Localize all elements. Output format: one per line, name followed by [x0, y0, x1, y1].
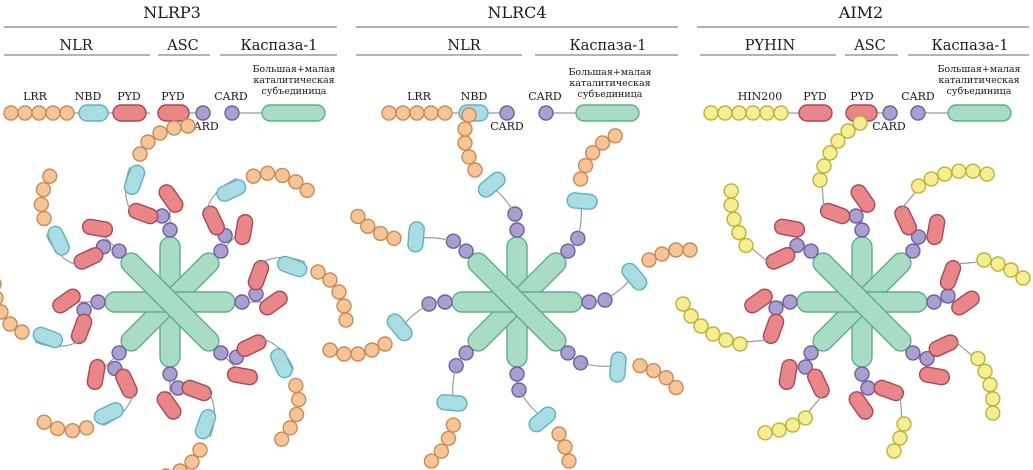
aim2-inflammasome-assembly — [675, 115, 1031, 459]
caspase-label-line3: субъединица — [578, 89, 643, 100]
pinwheel-arms — [0, 118, 354, 470]
pyd-domain — [112, 104, 147, 122]
asc-card-domain — [882, 105, 898, 121]
caspase-label-line3: субъединица — [947, 86, 1012, 97]
caspase-label-line2: каталитическая — [253, 75, 334, 86]
panel-nlrc4: NLRC4 NLR Каспаза-1 LRR NBD CARD CARD Бо… — [322, 3, 698, 469]
asc-pyd-domain — [157, 104, 190, 122]
domain-label-pyd: PYD — [117, 90, 141, 103]
domain-label-nbd: NBD — [461, 90, 488, 103]
group-label-asc: ASC — [853, 38, 886, 54]
panel-title: NLRP3 — [143, 3, 201, 22]
domain-label-lrr: LRR — [407, 90, 432, 103]
domain-label-nlr-card: CARD — [490, 120, 524, 133]
group-label-caspase: Каспаза-1 — [932, 38, 1009, 54]
casp-card-domain — [910, 105, 926, 121]
pinwheel-arms — [322, 107, 698, 469]
caspase-label-line3: субъединица — [262, 86, 327, 97]
domain-legend-aim2 — [703, 104, 1012, 122]
caspase-catalytic-domain — [575, 104, 640, 122]
caspase-label-line1: Большая+малая — [937, 64, 1020, 75]
domain-legend-nlrp3 — [3, 104, 326, 122]
group-label-caspase: Каспаза-1 — [241, 38, 318, 54]
domain-label-casp-card: CARD — [528, 90, 562, 103]
domain-label-hin200: HIN200 — [738, 90, 783, 103]
panel-nlrp3: NLRP3 NLR ASC Каспаза-1 LRR NBD PYD PYD … — [0, 3, 354, 470]
panel-aim2: AIM2 PYHIN ASC Каспаза-1 HIN200 PYD PYD … — [675, 3, 1031, 459]
casp-card-domain — [538, 105, 554, 121]
nlrc4-inflammasome-assembly — [322, 107, 698, 469]
panel-title: NLRC4 — [487, 3, 546, 22]
domain-label-asc-pyd: PYD — [161, 90, 185, 103]
domain-label-asc-card: CARD — [872, 120, 906, 133]
domain-label-casp-card: CARD — [901, 90, 935, 103]
group-label-nlr: NLR — [447, 38, 481, 54]
caspase-label-line2: каталитическая — [569, 78, 650, 89]
domain-label-nbd: NBD — [75, 90, 102, 103]
group-label-asc: ASC — [166, 38, 199, 54]
nlr-card-domain — [499, 105, 515, 121]
casp-card-domain — [224, 105, 240, 121]
caspase-star — [796, 236, 928, 368]
domain-label-casp-card: CARD — [214, 90, 248, 103]
pyd-domain — [798, 104, 833, 122]
panel-title: AIM2 — [838, 3, 883, 22]
nbd-domain — [78, 104, 109, 122]
caspase-label-line2: каталитическая — [938, 75, 1019, 86]
domain-label-lrr: LRR — [23, 90, 48, 103]
group-label-caspase: Каспаза-1 — [570, 38, 647, 54]
caspase-label-line1: Большая+малая — [252, 64, 335, 75]
domain-label-pyd: PYD — [803, 90, 827, 103]
domain-label-asc-pyd: PYD — [850, 90, 874, 103]
caspase-catalytic-domain — [261, 104, 326, 122]
lrr-beads — [3, 105, 75, 121]
nlrp3-inflammasome-assembly — [0, 118, 354, 470]
group-label-nlr: NLR — [59, 38, 93, 54]
pinwheel-arms — [675, 115, 1031, 459]
domain-legend-nlrc4 — [381, 104, 640, 122]
caspase-catalytic-domain — [947, 104, 1012, 122]
caspase-label-line1: Большая+малая — [568, 67, 651, 78]
asc-card-domain — [195, 105, 211, 121]
group-label-pyhin: PYHIN — [745, 38, 796, 54]
